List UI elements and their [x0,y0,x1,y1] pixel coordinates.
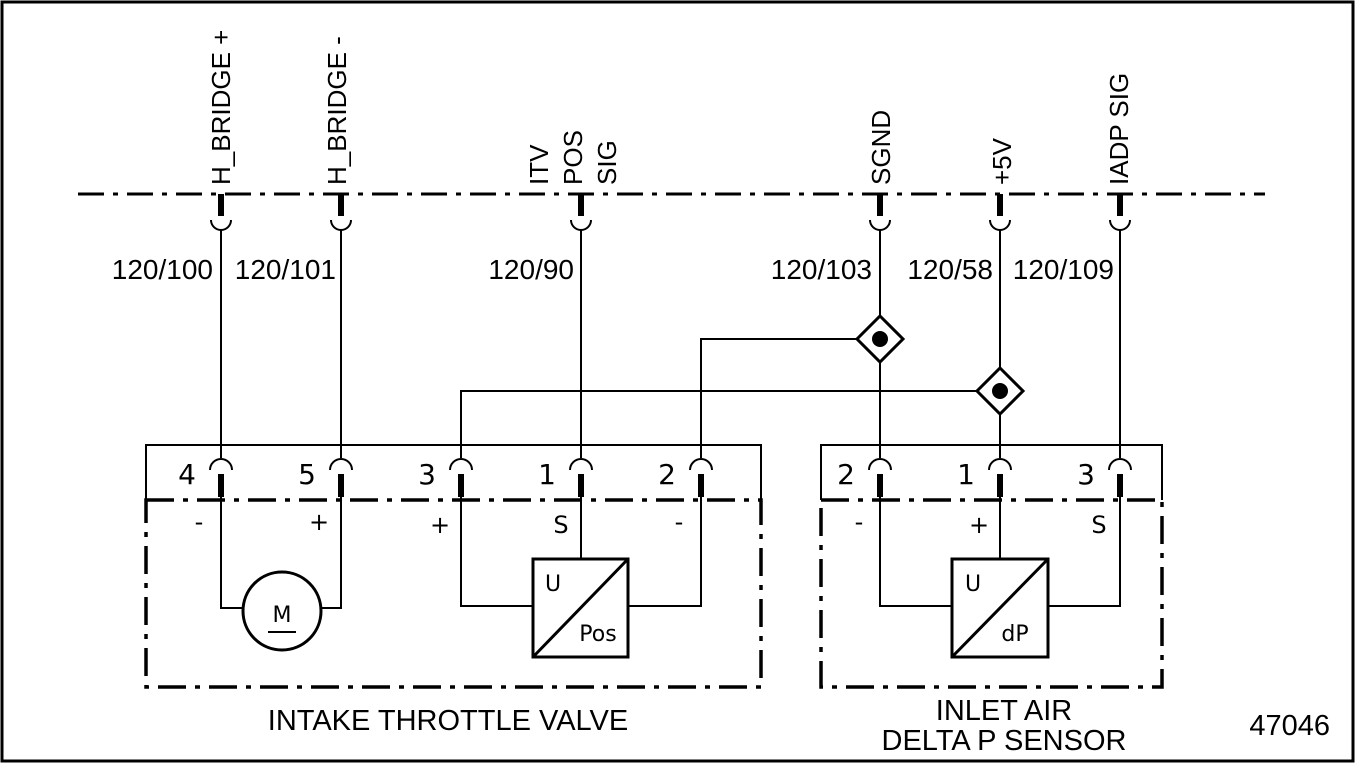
converter-input-label: U [965,572,981,597]
intake-throttle-valve: 4 5 3 1 2 - + + S - M U Pos INTAKE THROT… [144,444,763,737]
bus-signal-labels: H_BRIDGE + H_BRIDGE - ITV POS SIG SGND +… [206,30,1134,185]
signal-label-itv: ITV [524,144,554,185]
itv-pin-number: 1 [538,458,556,491]
splice-5v [974,365,1026,417]
itv-pins [209,458,713,497]
bus-connector-h-bridge-plus [210,194,232,231]
bus-connector-itv-pos-sig [570,194,592,231]
wire-label-120-100: 120/100 [112,254,213,285]
converter-input-label: U [545,572,561,597]
bus-connector-iadp-sig [1109,194,1131,231]
inlet-air-delta-p-sensor: 2 1 3 - + S U dP INLET AIR DELTA P SENSO… [819,444,1164,757]
position-converter-block: U Pos [531,557,630,659]
dps-pin-polarity: + [969,511,989,539]
itv-pin-number: 5 [298,458,316,491]
itv-title: INTAKE THROTTLE VALVE [268,705,628,737]
dps-connector-housing [820,444,1163,500]
bus-connector-sgnd [869,194,891,231]
wire-label-120-90: 120/90 [488,254,574,285]
pressure-converter-block: U dP [950,557,1050,659]
dps-pin-number: 3 [1077,458,1095,491]
dps-component-outline [819,498,1164,689]
figure-number: 47046 [1249,710,1330,742]
dps-wire-minus [879,497,952,607]
dps-wire-signal [1048,497,1121,607]
dps-title-line-2: DELTA P SENSOR [882,725,1127,757]
signal-label-sig: SIG [592,140,622,185]
dps-pin-polarity: S [1091,511,1106,539]
motor-label: M [273,603,292,628]
dps-title-line-1: INLET AIR [936,695,1072,727]
wire-labels: 120/100 120/101 120/90 120/103 120/58 12… [112,254,1114,285]
bus-connector-plus-5v [989,194,1011,231]
converter-output-label: dP [1001,622,1028,647]
dps-pins [868,458,1132,497]
itv-pin-number: 3 [418,458,436,491]
dps-pin-polarity: - [855,508,864,536]
itv-sensor-wire-minus [628,497,702,607]
signal-label-sgnd: SGND [866,110,896,185]
signal-label-pos: POS [558,130,588,185]
wire-label-120-101: 120/101 [235,254,336,285]
wire-label-120-103: 120/103 [771,254,872,285]
itv-pin-polarity: S [553,511,568,539]
converter-output-label: Pos [579,622,616,647]
itv-motor-wire-minus [220,497,243,609]
itv-pin-number: 4 [178,458,196,491]
itv-pin-polarity: + [309,508,329,536]
wire-sgnd-branch [700,338,857,458]
itv-connector-housing [145,444,762,500]
signal-label-h-bridge-plus: H_BRIDGE + [206,30,236,185]
splice-sgnd [854,313,906,365]
itv-motor-wire-plus [321,497,342,609]
itv-pin-polarity: - [195,508,204,536]
bus-connectors [210,194,1131,231]
itv-component-outline [144,498,763,689]
itv-pin-polarity: - [675,508,684,536]
dps-pin-number: 2 [837,458,855,491]
itv-pin-polarity: + [430,511,450,539]
signal-label-plus-5v: +5V [987,137,1017,185]
wire-label-120-58: 120/58 [907,254,993,285]
motor-symbol: M [241,570,323,652]
itv-sensor-wire-plus [460,497,533,607]
bus-connector-h-bridge-minus [330,194,352,231]
wire-5v-branch [460,390,977,458]
dps-pin-number: 1 [957,458,975,491]
signal-label-iadp-sig: IADP SIG [1104,73,1134,185]
itv-pin-number: 2 [658,458,676,491]
harness-wires [220,230,1121,458]
wire-label-120-109: 120/109 [1013,254,1114,285]
signal-label-h-bridge-minus: H_BRIDGE - [322,36,352,185]
